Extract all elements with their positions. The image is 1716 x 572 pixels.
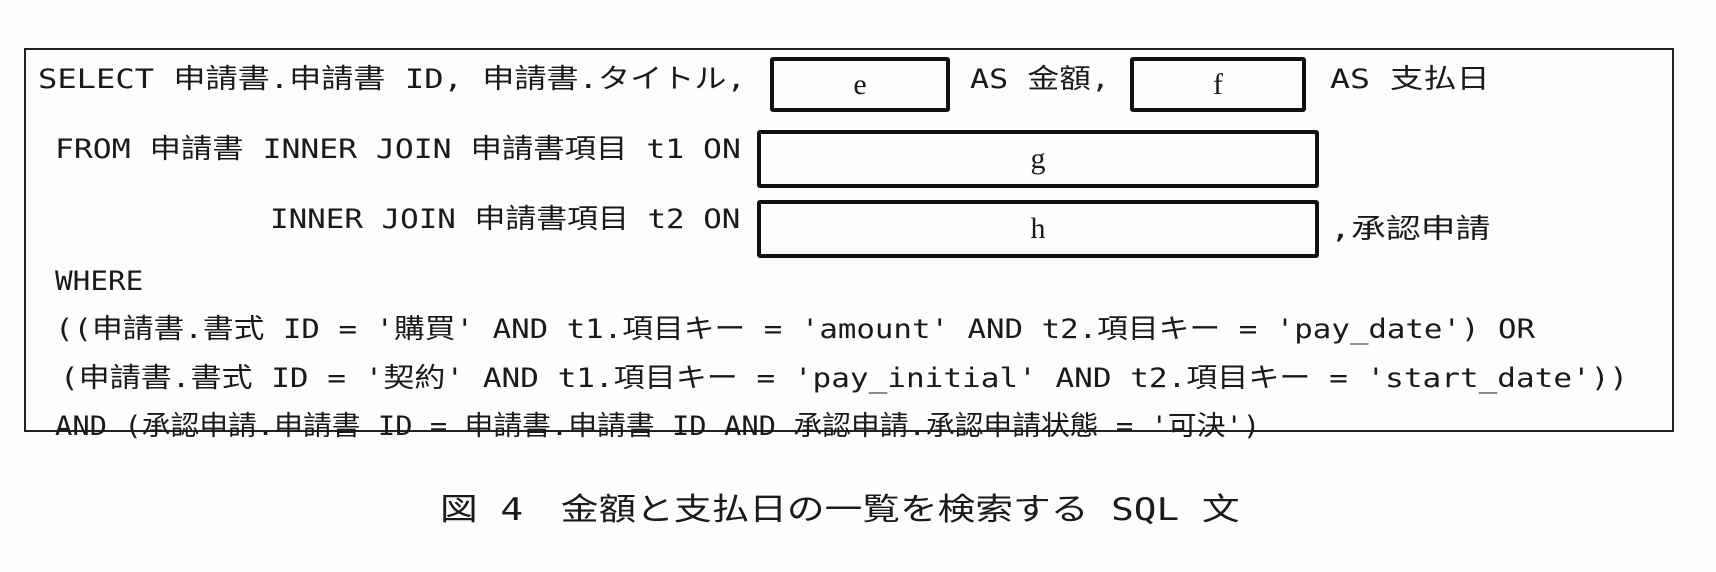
sql-where-line-2: (申請書.書式 ID = '契約' AND t1.項目キー = 'pay_ini… [60, 363, 1629, 394]
blank-h: h [757, 200, 1319, 258]
sql-select-clause: SELECT 申請書.申請書 ID, 申請書.タイトル, [38, 64, 746, 95]
sql-inner-join-t2: INNER JOIN 申請書項目 t2 ON [270, 204, 741, 235]
blank-g: g [757, 130, 1319, 188]
sql-from-clause: FROM 申請書 INNER JOIN 申請書項目 t1 ON [55, 134, 741, 165]
sql-figure-frame [24, 48, 1674, 432]
blank-e: e [770, 57, 950, 112]
figure-caption: 図 4 金額と支払日の一覧を検索する SQL 文 [440, 492, 1240, 528]
sql-where-line-1: ((申請書.書式 ID = '購買' AND t1.項目キー = 'amount… [55, 314, 1536, 345]
sql-as-amount: AS 金額, [970, 64, 1111, 95]
sql-where-line-3: AND (承認申請.申請書 ID = 申請書.申請書 ID AND 承認申請.承… [55, 411, 1261, 442]
sql-where: WHERE [55, 266, 144, 297]
blank-f: f [1130, 57, 1306, 112]
sql-as-paydate: AS 支払日 [1330, 64, 1490, 95]
sql-approval-table: ,承認申請 [1330, 214, 1491, 245]
